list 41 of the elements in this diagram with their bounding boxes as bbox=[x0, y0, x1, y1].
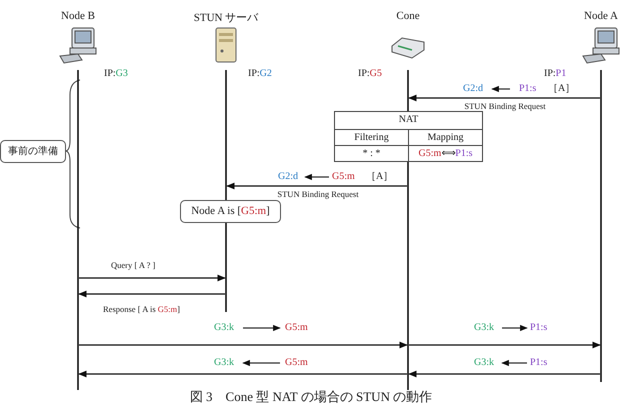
packet-address-label: G2:d bbox=[278, 171, 298, 183]
edge-label: STUN Binding Request bbox=[463, 101, 547, 111]
note-box: Node A is [G5:m] bbox=[180, 200, 281, 223]
packet-address-label: G5:m bbox=[332, 171, 355, 183]
packet-address-label: G3:k bbox=[474, 357, 494, 369]
ip-address-label: IP:G5 bbox=[358, 68, 382, 80]
edge-label: STUN Binding Request bbox=[276, 189, 360, 199]
packet-address-label: P1:s bbox=[530, 357, 548, 369]
participant-name: Node A bbox=[583, 10, 619, 22]
message-arrow bbox=[78, 290, 225, 298]
packet-address-label: G3:k bbox=[214, 322, 234, 334]
packet-address-label: G2:d bbox=[463, 83, 483, 95]
ip-address-label: IP:G2 bbox=[248, 68, 272, 80]
ip-address-label: IP:P1 bbox=[544, 68, 566, 80]
table-cell: * : * bbox=[334, 145, 409, 162]
table-cell: G5:m⟺P1:s bbox=[408, 145, 483, 162]
message-arrow bbox=[409, 342, 601, 348]
participant-name: Cone bbox=[395, 10, 421, 22]
message-arrow bbox=[408, 370, 600, 378]
message-arrow bbox=[408, 94, 600, 102]
packet-address-label: P1:s bbox=[530, 322, 548, 334]
packet-address-label: G3:k bbox=[474, 322, 494, 334]
packet-address-label: G3:k bbox=[214, 357, 234, 369]
edge-label: Query [ A ? ] bbox=[110, 260, 156, 270]
ip-address-label: IP:G3 bbox=[104, 68, 128, 80]
message-arrow bbox=[79, 274, 226, 282]
packet-address-label: G5:m bbox=[285, 322, 308, 334]
participant-name: STUN サーバ bbox=[192, 11, 260, 25]
table-header: NAT bbox=[334, 111, 483, 130]
caption: 図 3 Cone 型 NAT の場合の STUN の動作 bbox=[188, 388, 434, 406]
message-arrow bbox=[78, 370, 407, 378]
packet-address-label: ［A］ bbox=[366, 171, 394, 183]
packet-address-label: G5:m bbox=[285, 357, 308, 369]
edge-label: Response [ A is G5:m] bbox=[102, 304, 181, 314]
table-cell: Filtering bbox=[334, 129, 409, 146]
packet-address-label: P1:s bbox=[519, 83, 536, 95]
note-box: 事前の準備 bbox=[0, 140, 66, 163]
participant-name: Node B bbox=[60, 10, 96, 22]
message-arrow bbox=[79, 342, 408, 348]
packet-address-label: ［A］ bbox=[548, 83, 576, 95]
message-arrow bbox=[226, 182, 407, 190]
